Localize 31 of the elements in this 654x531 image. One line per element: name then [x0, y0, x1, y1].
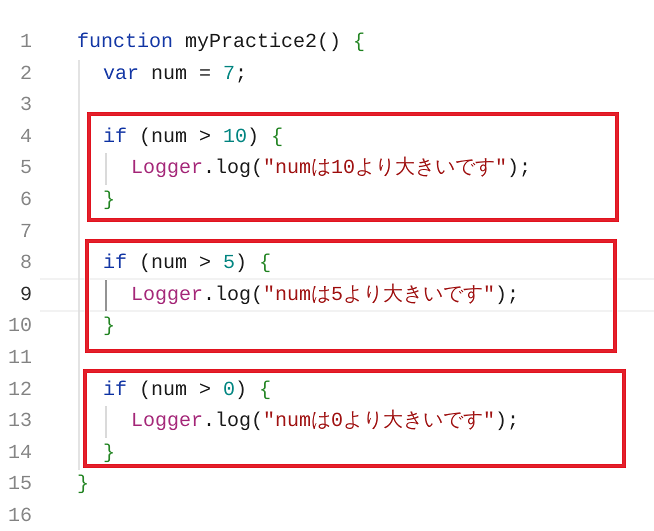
code-line: var num = 7; — [103, 62, 248, 88]
code-line: Logger.log("numは0より大きいです"); — [131, 408, 520, 436]
line-number: 15 — [6, 472, 32, 498]
highlight-frame — [85, 239, 617, 353]
line-number: 14 — [6, 440, 32, 467]
code-line: } — [103, 314, 116, 340]
line-number: 4 — [18, 124, 32, 151]
line-number: 11 — [6, 346, 32, 372]
code-line: function myPractice2() { — [77, 30, 366, 56]
code-line: } — [77, 472, 90, 498]
code-line: if (num > 5) { — [103, 251, 272, 278]
highlight-frame — [87, 112, 619, 222]
line-number: 3 — [18, 93, 32, 120]
line-number: 6 — [18, 188, 32, 214]
code-line: } — [103, 188, 116, 214]
line-number: 12 — [6, 378, 32, 404]
highlight-frame — [83, 369, 626, 468]
line-number: 10 — [6, 314, 32, 340]
line-number: 9 — [18, 282, 32, 309]
code-line: if (num > 0) { — [103, 378, 272, 404]
code-line: Logger.log("numは5より大きいです"); — [131, 282, 520, 309]
line-number: 7 — [18, 220, 32, 246]
line-number: 5 — [18, 156, 32, 182]
line-number: 13 — [6, 409, 32, 436]
code-line: Logger.log("numは10より大きいです"); — [131, 156, 532, 182]
line-number: 8 — [18, 251, 32, 278]
line-number: 16 — [6, 504, 32, 530]
code-line: if (num > 10) { — [103, 124, 284, 151]
line-number: 2 — [18, 62, 32, 88]
code-line: } — [103, 440, 116, 467]
line-number: 1 — [18, 30, 32, 56]
